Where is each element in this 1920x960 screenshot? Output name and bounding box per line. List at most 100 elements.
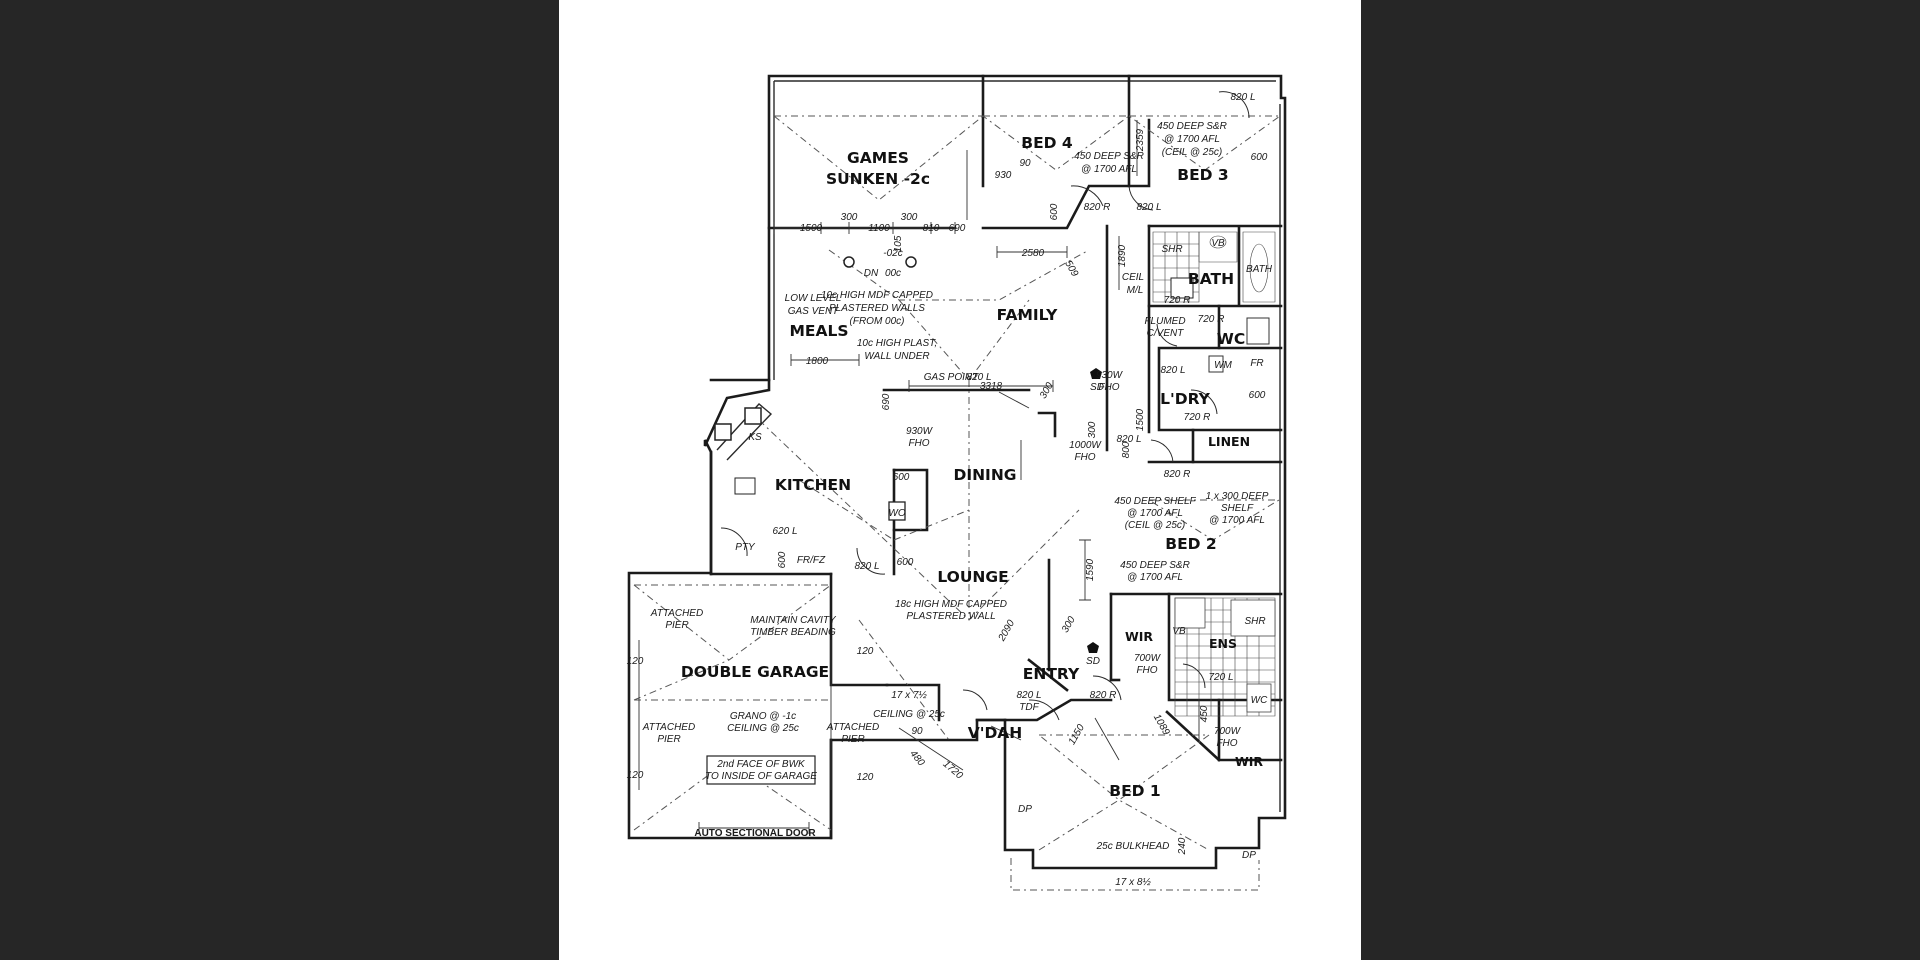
note-dp: DP [1018, 804, 1032, 815]
note-bed1-size: 17 x 8½ [1115, 877, 1151, 888]
dim-1720: 1720 [941, 759, 965, 782]
note-ceil-2: M/L [1127, 285, 1144, 296]
room-label-wc: WC [1217, 330, 1245, 348]
note-vdah-ceiling: CEILING @ 25c [873, 709, 945, 720]
room-label-linen: LINEN [1208, 434, 1250, 449]
note-shelf-450-2: @ 1700 AFL [1127, 508, 1183, 519]
note-vdah-size: 17 x 7½ [891, 690, 927, 701]
dim-300-b: 300 [901, 212, 918, 223]
room-label-bed3: BED 3 [1177, 166, 1228, 184]
room-label-games-sunken: SUNKEN -2c [826, 170, 930, 188]
note-pier-bottom-left-2: PIER [657, 734, 680, 745]
note-gas-point: GAS POINT [924, 372, 979, 383]
dim-1800: 1800 [806, 356, 829, 367]
door-labels: 820 L 820 R 820 L 820 L 720 R 720 R 820 … [772, 92, 1255, 701]
note-ks: KS [748, 432, 762, 443]
door-label-820r-bed1: 820 R [1090, 690, 1117, 701]
room-label-ens: ENS [1209, 636, 1237, 651]
dim-300-e: 300 [1060, 614, 1078, 634]
dimension-lines [638, 120, 1200, 834]
note-bed3-sr-3: (CEIL @ 25c) [1162, 147, 1223, 158]
note-wc-small: WC [1251, 695, 1268, 706]
dim-600-c: 600 [893, 472, 910, 483]
note-grano-2: CEILING @ 25c [727, 723, 799, 734]
dim-1590: 1590 [1085, 558, 1096, 581]
door-label-820l-hall: 820 L [1116, 434, 1141, 445]
note-mdf-2: PLASTERED WALLS [829, 303, 925, 314]
note-00c: 00c [885, 268, 901, 279]
room-label-double-garage: DOUBLE GARAGE [681, 663, 829, 681]
note-fho-700-b-2: FHO [1216, 738, 1237, 749]
note-sd: SD [1090, 382, 1104, 393]
dim-3318: 3318 [980, 381, 1003, 392]
dim-1089: 1089 [1151, 712, 1172, 737]
dim-2359: 2359 [1135, 128, 1146, 152]
dim-600-a: 600 [1049, 203, 1060, 220]
door-label-620l-pantry: 620 L [772, 526, 797, 537]
dim-480: 480 [907, 748, 926, 768]
dim-120-b: 120 [627, 770, 644, 781]
note-bed2-sr-1: 450 DEEP S&R [1120, 560, 1190, 571]
wet-area-tiles [1152, 231, 1276, 717]
door-label-720r-linen: 720 R [1184, 412, 1211, 423]
note-wo: WO [888, 508, 905, 519]
dim-1890: 1890 [1117, 244, 1128, 267]
floor-plan-drawing: GAMES SUNKEN -2c BED 4 BED 3 BATH WC L'D… [627, 74, 1287, 891]
dim-509: 509 [1062, 259, 1080, 279]
door-label-720l-ens: 720 L [1208, 672, 1233, 683]
note-pier-top-left-1: ATTACHED [650, 608, 703, 619]
door-label-820l-laundry: 820 L [1160, 365, 1185, 376]
note-bed3-sr-2: @ 1700 AFL [1164, 134, 1220, 145]
note-mdf-1: 10c HIGH MDF CAPPED [821, 290, 933, 301]
note-pty: PTY [735, 542, 756, 553]
note-bed4-sr-1: 450 DEEP S&R [1074, 151, 1144, 162]
note-shelf-450-3: (CEIL @ 25c) [1125, 520, 1186, 531]
note-fho-1000-2: FHO [1074, 452, 1095, 463]
dim-1500-b: 1500 [1135, 408, 1146, 431]
note-fr: FR [1250, 358, 1263, 369]
note-fho-700-a-2: FHO [1136, 665, 1157, 676]
note-flumed-1: FLUMED [1144, 316, 1185, 327]
door-label-720r-wc: 720 R [1198, 314, 1225, 325]
dim-2090: 2090 [996, 618, 1017, 644]
door-label-720r-bath: 720 R [1164, 295, 1191, 306]
dim-120-d: 120 [857, 772, 874, 783]
note-fho-700-b-1: 700W [1214, 726, 1242, 737]
note-shr-2: SHR [1244, 616, 1265, 627]
dim-300-a: 300 [841, 212, 858, 223]
note-bed3-sr-1: 450 DEEP S&R [1157, 121, 1227, 132]
dimension-labels: 1500 300 1100 300 810 690 930 90 600 105… [627, 128, 1268, 855]
note-fho-930-b-1: 930W [1096, 370, 1124, 381]
note-bed4-sr-2: @ 1700 AFL [1081, 164, 1137, 175]
ceiling-lines [633, 115, 1282, 891]
dim-90-b: 90 [911, 726, 923, 737]
note-shelf-300-2: SHELF [1221, 503, 1254, 514]
room-label-family: FAMILY [997, 306, 1058, 324]
dim-600-d: 600 [897, 557, 914, 568]
note-lounge-mdf-1: 18c HIGH MDF CAPPED [895, 599, 1007, 610]
dim-800: 800 [1121, 441, 1132, 458]
note-fr-fz: FR/FZ [797, 555, 826, 566]
note-grano-1: GRANO @ -1c [730, 711, 796, 722]
note-pier-bottom-right-1: ATTACHED [826, 722, 879, 733]
dim-105: 105 [893, 235, 904, 252]
note-vb: VB [1211, 238, 1225, 249]
note-ceil-1: CEIL [1122, 272, 1144, 283]
door-label-820l-bed3: 820 L [1230, 92, 1255, 103]
dim-690-a: 690 [949, 223, 966, 234]
note-fho-700-a-1: 700W [1134, 653, 1162, 664]
note-dp-2: DP [1242, 850, 1256, 861]
note-fho-1000-1: 1000W [1069, 440, 1102, 451]
note-mdf-3: (FROM 00c) [850, 316, 905, 327]
note-wm: WM [1214, 360, 1232, 371]
note-cavity-1: MAINTAIN CAVITY [750, 615, 837, 626]
note-bath-tub: BATH [1246, 264, 1273, 275]
interior-walls [709, 74, 1283, 840]
note-pier-top-left-2: PIER [665, 620, 688, 631]
note-tdf-2: TDF [1019, 702, 1039, 713]
room-label-games: GAMES [847, 149, 909, 167]
door-label-820r-bed4: 820 R [1084, 202, 1111, 213]
room-label-wir-a: WIR [1125, 629, 1153, 644]
dim-120-a: 120 [627, 656, 644, 667]
note-bed2-sr-2: @ 1700 AFL [1127, 572, 1183, 583]
